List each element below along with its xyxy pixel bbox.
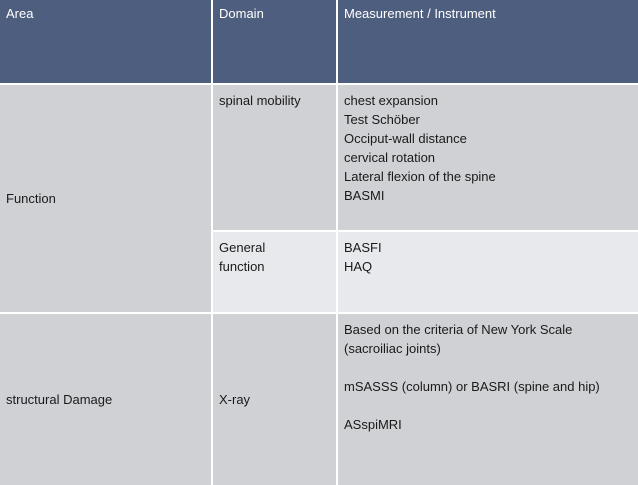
area-function: Function	[0, 85, 211, 312]
measurements-spinal-mobility: chest expansion Test Schöber Occiput-wal…	[338, 85, 638, 230]
measurement-item: HAQ	[344, 259, 373, 274]
measurement-item: BASMI	[344, 188, 385, 203]
measurements-structural: Based on the criteria of New York Scale …	[338, 314, 638, 485]
header-area: Area	[0, 0, 211, 83]
measurement-item: mSASSS (column) or BASRI (spine and hip)	[344, 379, 600, 394]
area-structural-damage: structural Damage	[0, 314, 211, 485]
domain-label-line: General	[219, 240, 266, 255]
measurement-item: Occiput-wall distance	[344, 131, 467, 146]
header-domain: Domain	[213, 0, 336, 83]
domain-general-function: General function	[213, 232, 336, 312]
domain-label: X-ray	[219, 392, 251, 407]
measurement-item: (sacroiliac joints)	[344, 341, 441, 356]
domain-label-line: function	[219, 259, 265, 274]
domain-spinal-mobility: spinal mobility	[213, 85, 336, 230]
area-structural-label: structural Damage	[6, 392, 113, 407]
measurements-general-function: BASFI HAQ	[338, 232, 638, 312]
spacer	[344, 396, 636, 415]
spacer	[344, 358, 636, 377]
domain-label: spinal mobility	[219, 93, 301, 108]
header-measurement: Measurement / Instrument	[338, 0, 638, 83]
measurement-item: Test Schöber	[344, 112, 420, 127]
domain-x-ray: X-ray	[213, 314, 336, 485]
measurement-item: ASspiMRI	[344, 417, 402, 432]
measurement-item: Lateral flexion of the spine	[344, 169, 496, 184]
area-function-label: Function	[6, 191, 56, 206]
measurement-item: BASFI	[344, 240, 382, 255]
measurement-item: chest expansion	[344, 93, 438, 108]
measurement-item: Based on the criteria of New York Scale	[344, 322, 573, 337]
measurement-item: cervical rotation	[344, 150, 436, 165]
